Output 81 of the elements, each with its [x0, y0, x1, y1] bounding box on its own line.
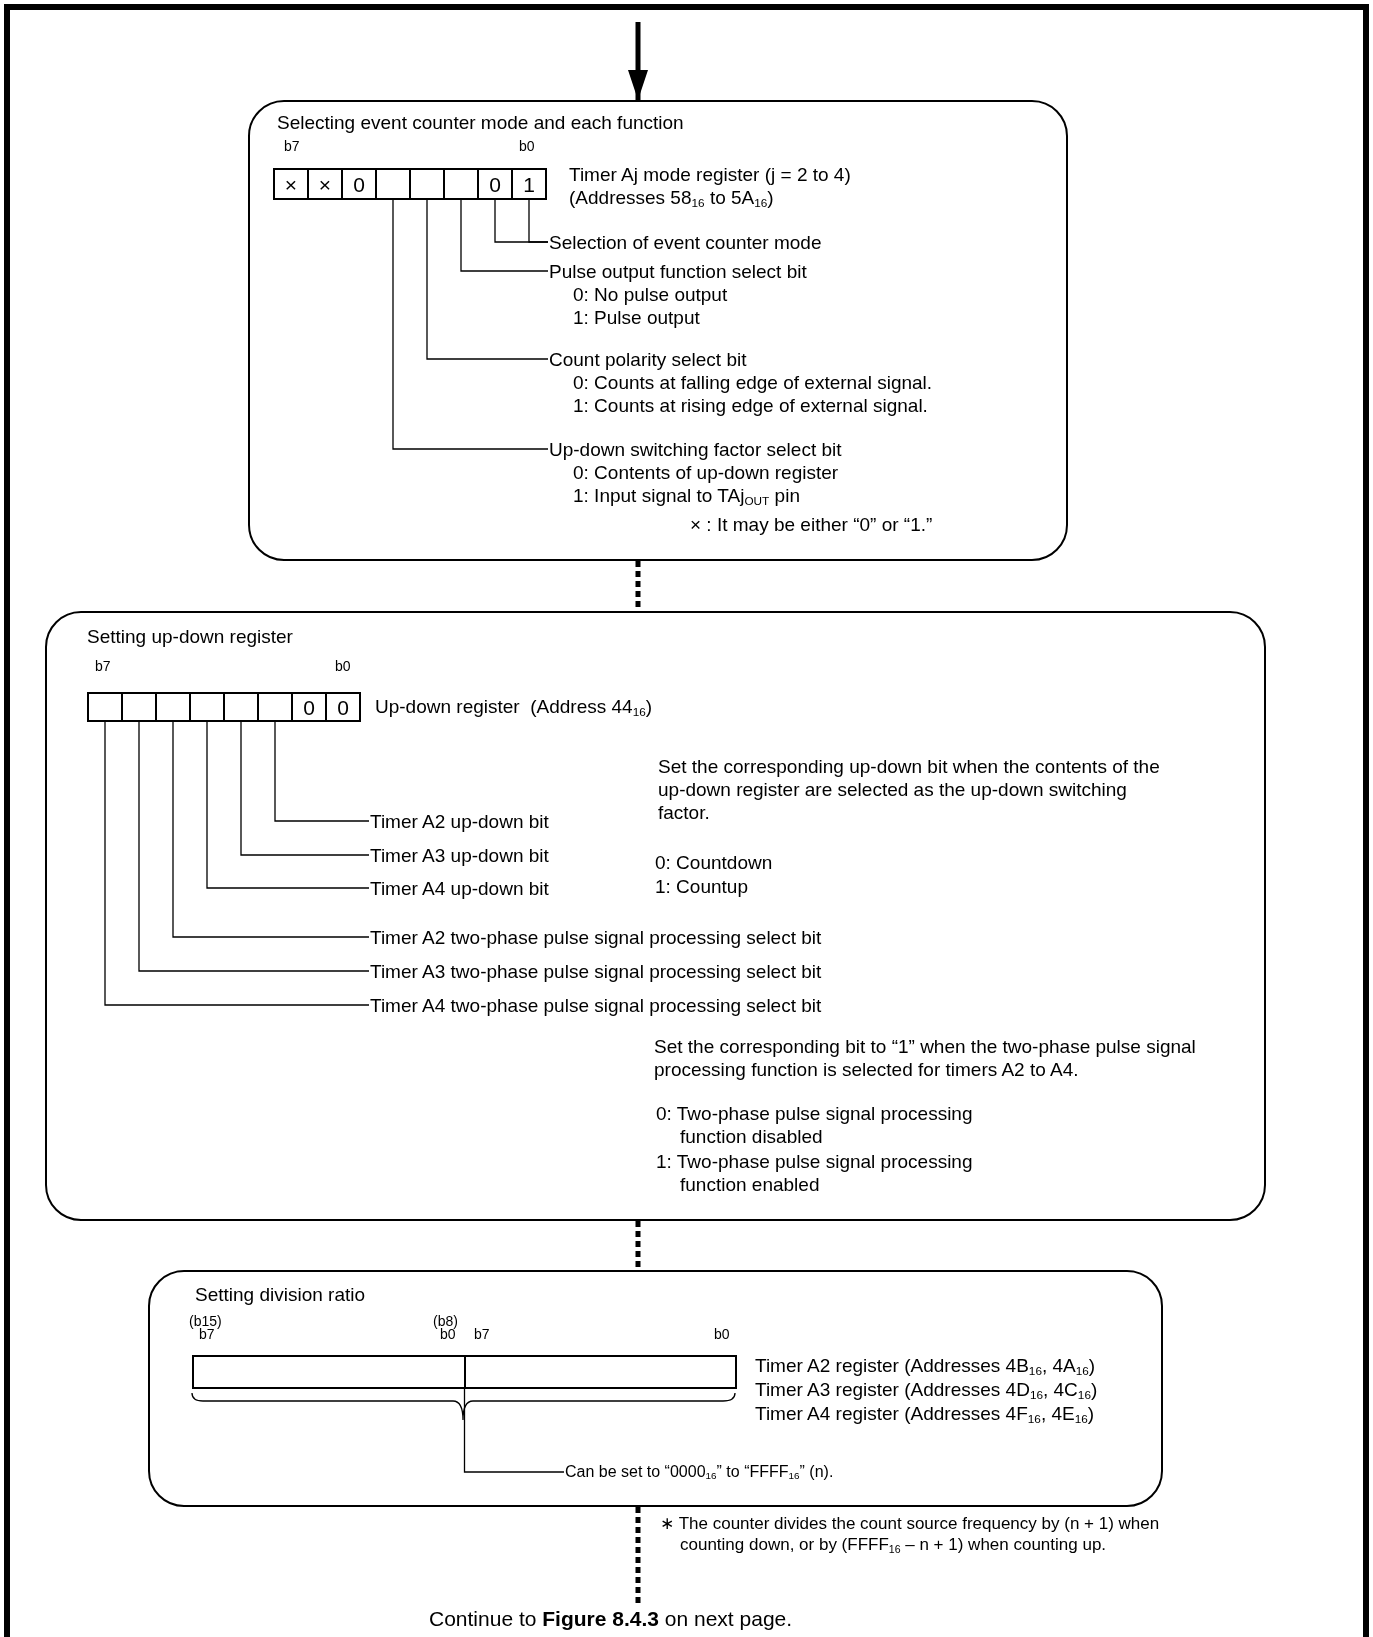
- bit-cell: [224, 693, 258, 721]
- bit-cell: [122, 693, 156, 721]
- bit-description: Timer A3 up-down bit: [370, 844, 549, 867]
- leader-line: [240, 720, 370, 856]
- register-name: Timer Aj mode register (j = 2 to 4) (Addresses 58$_{16}$ to 5A$_{16}$): [569, 163, 852, 209]
- bit-cell: [444, 169, 478, 199]
- value-option: 0: Contents of up-down register: [549, 461, 842, 484]
- value-option: 1: Two-phase pulse signal processing function enabled: [656, 1150, 1028, 1196]
- bit-description: Up-down switching factor select bit: [549, 438, 842, 461]
- bit-number-label: (b15): [189, 1312, 222, 1329]
- panel-title: Setting up-down register: [87, 625, 293, 648]
- bit-number-label: b7: [474, 1325, 490, 1343]
- register-name: Timer A2 register (Addresses 4B$_{16}$, 4A$_{16}$): [755, 1354, 1096, 1377]
- bit-cell: [190, 693, 224, 721]
- value-option: 1: Counts at rising edge of external signal.: [549, 394, 933, 417]
- bit-cell: 1: [512, 169, 546, 199]
- leader-line: [463, 1388, 565, 1473]
- bit-description: Timer A2 up-down bit: [370, 810, 549, 833]
- panel-title: Selecting event counter mode and each function: [277, 111, 684, 134]
- leader-line: [460, 198, 549, 272]
- bit-description: Timer A4 up-down bit: [370, 877, 549, 900]
- bit-number-label: b0: [335, 657, 351, 675]
- bit-description: Selection of event counter mode: [549, 231, 822, 254]
- note-text: × : It may be either “0” or “1.”: [690, 513, 933, 536]
- note-text: Set the corresponding up-down bit when the contents of the up-down register are selected as the up-down switching factor.: [658, 755, 1161, 824]
- bit-cell: ×: [274, 169, 308, 199]
- bit-number-label: b7: [284, 137, 300, 155]
- register-byte-field: [465, 1356, 736, 1388]
- step-panel: [45, 611, 1266, 1221]
- continuation-note: Continue to Figure 8.4.3 on next page.: [429, 1606, 793, 1631]
- leader-line: [494, 198, 549, 243]
- dotted-connector: [635, 1221, 641, 1270]
- leader-line: [426, 198, 549, 360]
- register-byte-field: [193, 1356, 465, 1388]
- register-name: Timer A3 register (Addresses 4D$_{16}$, 4C$_{16}$): [755, 1378, 1098, 1401]
- register-field: [192, 1355, 737, 1389]
- bit-cell: [88, 693, 122, 721]
- bit-description: Can be set to “0000$_{16}$” to “FFFF$_{16}$” (n).: [565, 1462, 834, 1482]
- bit-description: Pulse output function select bit: [549, 260, 807, 283]
- value-option: 1: Pulse output: [549, 306, 807, 329]
- bit-cell: 0: [326, 693, 360, 721]
- bit-cell: 0: [478, 169, 512, 199]
- bit-number-label: b7: [95, 657, 111, 675]
- value-option: 0: Countdown: [655, 851, 773, 874]
- bit-description: Timer A4 two-phase pulse signal processing select bit: [370, 994, 822, 1017]
- leader-line: [104, 720, 370, 1006]
- bit-cell: [258, 693, 292, 721]
- bit-description: Timer A3 two-phase pulse signal processing select bit: [370, 960, 822, 983]
- bit-cell: [376, 169, 410, 199]
- register-bit-field: [273, 168, 547, 200]
- register-bit-field: [87, 692, 361, 722]
- bit-cell: [410, 169, 444, 199]
- bit-cell: [156, 693, 190, 721]
- dotted-connector: [635, 1507, 641, 1606]
- panel-title: Setting division ratio: [195, 1283, 366, 1306]
- step-panel: [148, 1270, 1163, 1507]
- bit-cell: 0: [292, 693, 326, 721]
- step-panel: [248, 100, 1068, 561]
- bit-description: Count polarity select bit: [549, 348, 748, 371]
- value-option: 0: No pulse output: [549, 283, 807, 306]
- note-text: Set the corresponding bit to “1” when the two-phase pulse signal processing function is selected for timers A2 to A4.: [654, 1035, 1197, 1081]
- value-option: 1: Input signal to TAj$_{OUT}$ pin: [549, 484, 842, 507]
- value-option: 1: Countup: [655, 875, 748, 898]
- leader-line: [172, 720, 370, 938]
- leader-line: [274, 720, 370, 822]
- leader-line: [392, 198, 549, 450]
- flow-arrow: [628, 22, 648, 100]
- value-option: 0: Two-phase pulse signal processing function disabled: [656, 1102, 1028, 1148]
- bit-number-label: (b8): [433, 1312, 458, 1329]
- bit-number-label: b0: [714, 1325, 730, 1343]
- footnote-text: ∗ The counter divides the count source frequency by (n + 1) when counting down, or by (FFFF$_{16}$ – n + 1) when counting up.: [660, 1513, 1161, 1555]
- bit-description: Timer A2 two-phase pulse signal processing select bit: [370, 926, 822, 949]
- leader-line: [206, 720, 370, 889]
- leader-line: [138, 720, 370, 972]
- bit-cell: ×: [308, 169, 342, 199]
- bit-cell: 0: [342, 169, 376, 199]
- register-name: Timer A4 register (Addresses 4F$_{16}$, 4E$_{16}$): [755, 1402, 1095, 1425]
- bit-number-label: b0: [519, 137, 535, 155]
- value-option: 0: Counts at falling edge of external signal.: [549, 371, 933, 394]
- bit-number-label: b7: [199, 1326, 215, 1343]
- register-name: Up-down register (Address 44$_{16}$): [375, 695, 654, 718]
